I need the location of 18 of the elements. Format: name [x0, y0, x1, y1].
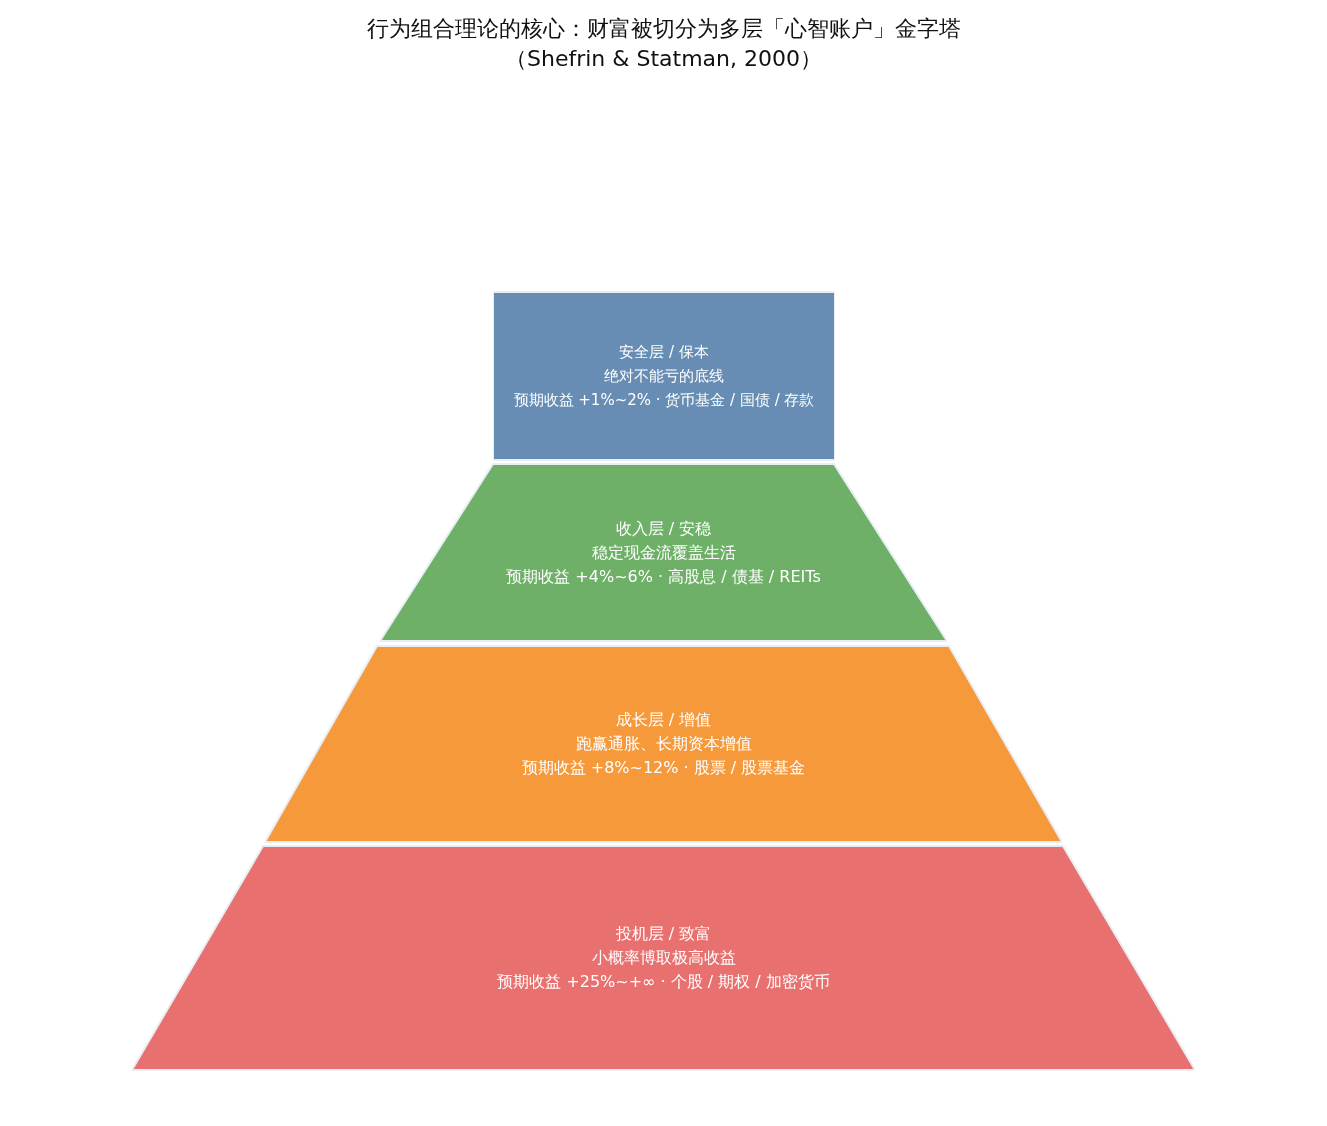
tier-return-text: 预期收益 +4%~6% · 高股息 / 债基 / REITs	[506, 565, 821, 588]
tier-description: 跑赢通胀、长期资本增值	[575, 733, 752, 755]
tier-description: 绝对不能亏的底线	[604, 366, 724, 387]
diagram-title: 行为组合理论的核心：财富被切分为多层「心智账户」金字塔	[365, 15, 962, 43]
tier-return-text: 预期收益 +8%~12% · 股票 / 股票基金	[521, 757, 806, 779]
tier-title: 安全层 / 保本	[619, 342, 709, 363]
pyramid-tier	[265, 645, 1062, 843]
tier-return-text: 预期收益 +1%~2% · 货币基金 / 国债 / 存款	[513, 390, 815, 411]
tier-description: 小概率博取极高收益	[591, 947, 736, 969]
subtitle-citation: （Shefrin & Statman, 2000）	[504, 45, 823, 73]
tier-title: 收入层 / 安稳	[615, 517, 712, 540]
tier-description: 稳定现金流覆盖生活	[591, 541, 736, 564]
pyramid-tier	[493, 291, 835, 461]
tier-title: 成长层 / 增值	[615, 709, 712, 731]
tier-title: 投机层 / 致富	[615, 923, 712, 945]
pyramid-tier	[132, 845, 1195, 1071]
tier-return-text: 预期收益 +25%~+∞ · 个股 / 期权 / 加密货币	[497, 971, 830, 993]
pyramid-tier	[380, 463, 947, 642]
